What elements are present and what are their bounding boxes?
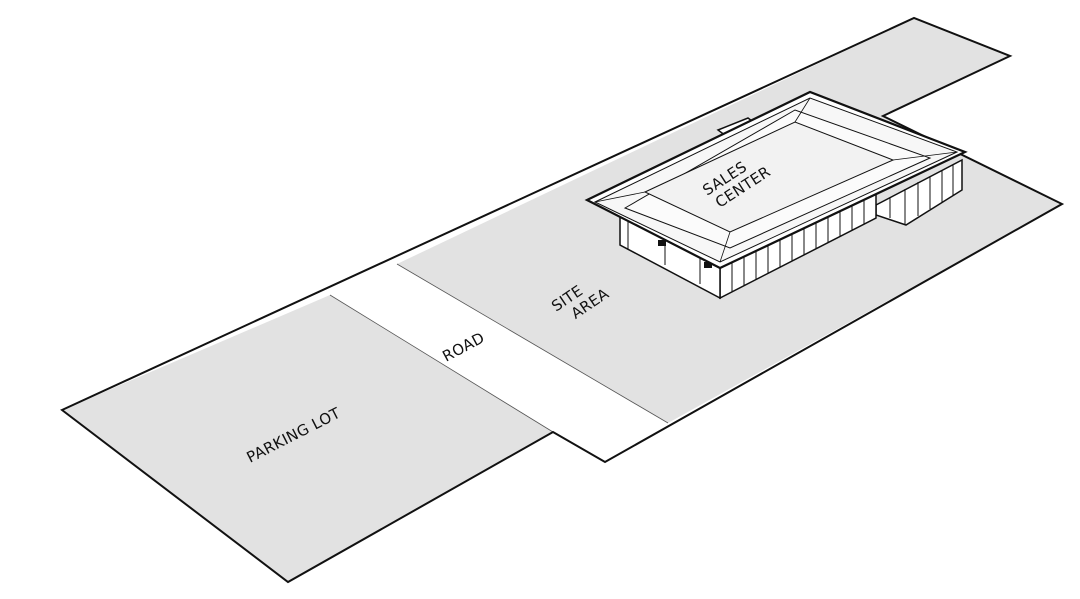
road-edge-west <box>329 294 554 433</box>
sales-center-building <box>584 90 968 300</box>
column-bases <box>658 240 712 268</box>
parking-lot-zone <box>62 295 553 582</box>
road-edge-east <box>396 263 669 424</box>
road-zone <box>330 264 668 432</box>
site-boundary <box>60 16 1065 584</box>
east-block-columns <box>889 165 954 224</box>
roof-hip-lines <box>594 97 958 263</box>
